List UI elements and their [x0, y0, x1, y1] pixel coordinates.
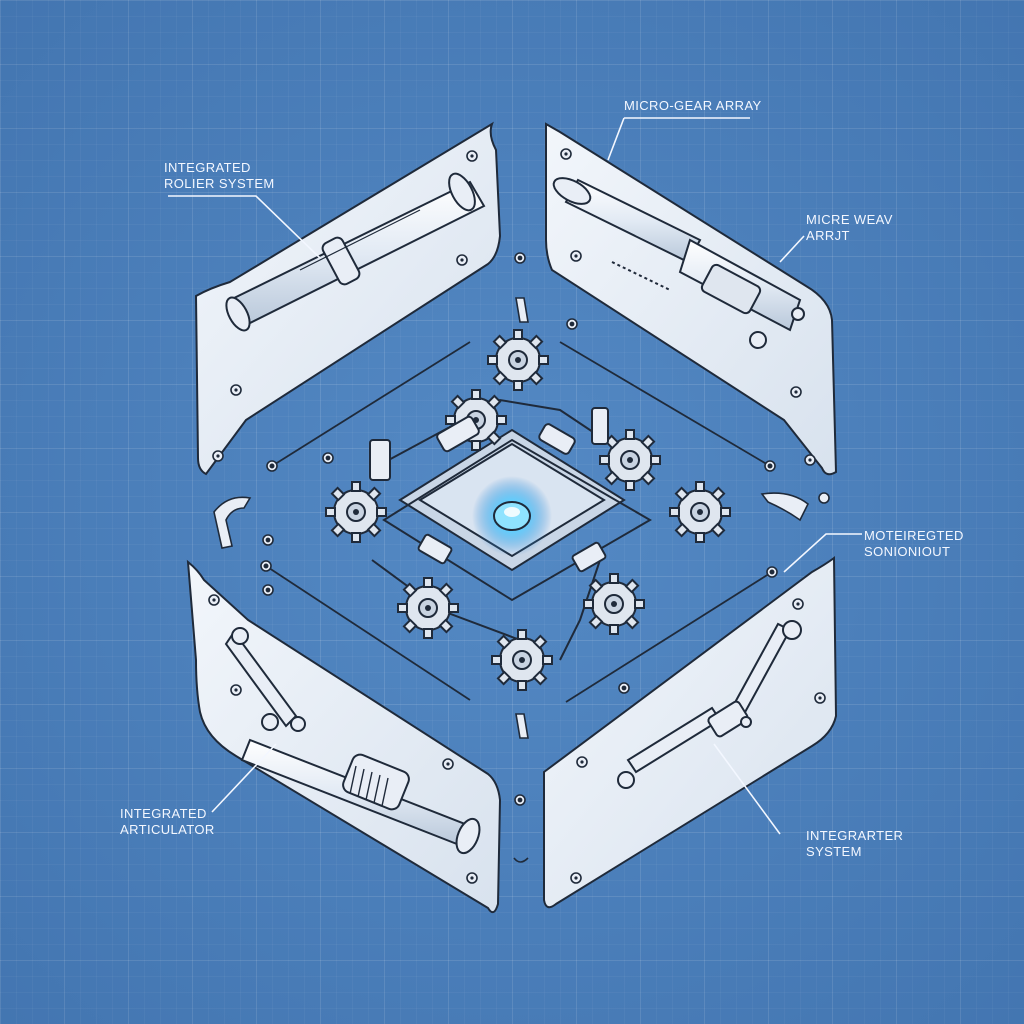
callout-text-line1: INTEGRARTER: [806, 828, 904, 843]
callout-text-line2: ROLIER SYSTEM: [164, 176, 275, 191]
callout-micre-weav-array: MICRE WEAV ARRJT: [806, 212, 893, 244]
articulator-bottom-left: [224, 627, 481, 855]
callout-leaders: [168, 117, 862, 835]
callout-integrater-system: INTEGRARTER SYSTEM: [806, 828, 903, 860]
callout-text-line1: INTEGRATED: [120, 806, 207, 821]
roller-assembly-top-right: [552, 177, 805, 349]
callout-text-line2: ARRJT: [806, 228, 850, 243]
callout-integrated-articulator: INTEGRATED ARTICULATOR: [120, 806, 215, 838]
central-mechanism: [325, 329, 731, 691]
callout-text-line1: MOTEIREGTED: [864, 528, 964, 543]
callout-moteiregted: MOTEIREGTED SONIONIOUT: [864, 528, 964, 560]
articulator-bottom-right: [617, 620, 802, 789]
callout-micro-gear-array: MICRO-GEAR ARRAY: [624, 98, 762, 114]
callout-roller-system: INTEGRATED ROLIER SYSTEM: [164, 160, 275, 192]
loose-fasteners: [213, 252, 830, 863]
callout-text-line1: MICRE WEAV: [806, 212, 893, 227]
guide-rods: [260, 341, 778, 703]
callout-text-line2: ARTICULATOR: [120, 822, 215, 837]
callout-text-line2: SYSTEM: [806, 844, 862, 859]
roller-assembly-top-left: [225, 172, 486, 332]
callout-text: MICRO-GEAR ARRAY: [624, 98, 762, 113]
callout-text-line2: SONIONIOUT: [864, 544, 951, 559]
callout-text-line1: INTEGRATED: [164, 160, 251, 175]
